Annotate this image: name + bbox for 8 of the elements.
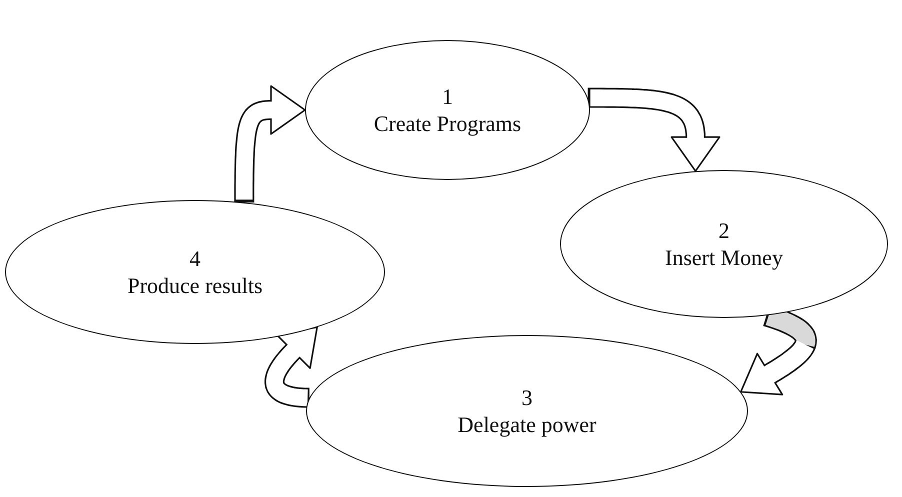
step-number: 2 xyxy=(718,216,730,244)
step-number: 1 xyxy=(442,82,453,110)
step-label: Insert Money xyxy=(665,244,783,272)
step-label: Create Programs xyxy=(374,110,522,138)
step-label: Produce results xyxy=(127,272,263,300)
step-label: Delegate power xyxy=(458,411,596,438)
step-number: 3 xyxy=(522,384,532,411)
step-number: 4 xyxy=(190,244,200,272)
